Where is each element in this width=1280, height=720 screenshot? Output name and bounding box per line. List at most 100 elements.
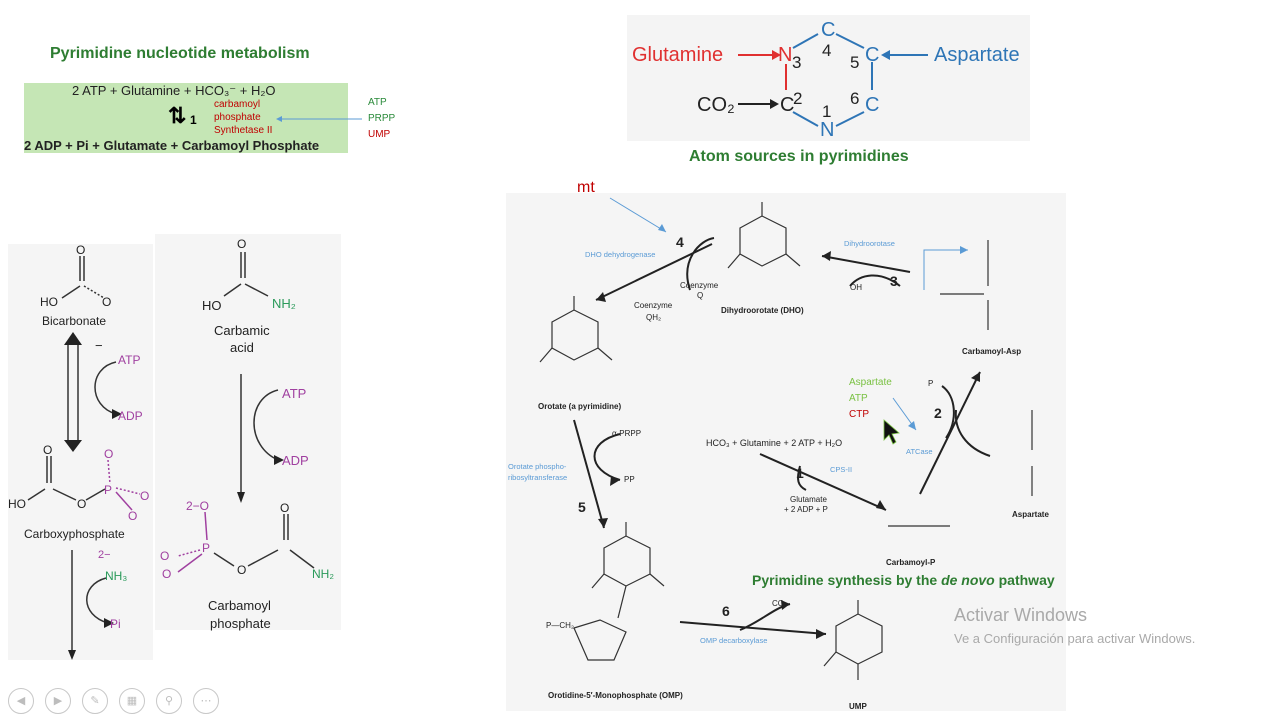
diagram-mark <box>27 252 315 650</box>
orotate-prt-label-2: ribosyltransferase <box>508 473 567 482</box>
diagram-mark <box>244 283 269 297</box>
diagram-mark <box>658 224 968 430</box>
diagram-mark: O HO O Bicarbonate − O HO O Carboxyphosp… <box>8 237 289 631</box>
aspartate-compound-label: Aspartate <box>1012 510 1049 519</box>
diagram-mark: NH₃ NH₂ NH₂ <box>105 296 334 583</box>
glutamine-label: Glutamine <box>632 44 723 66</box>
atp-label: ATP <box>118 353 140 367</box>
diagram-mark <box>785 253 801 267</box>
diagram-mark <box>289 549 315 569</box>
pathway-title: Pyrimidine synthesis by the de novo path… <box>752 572 1055 588</box>
diagram-mark: DHO dehydrogenase Dihydroorotase Orotate… <box>508 239 933 645</box>
diagram-mark <box>598 518 608 528</box>
diagram-mark <box>797 465 807 491</box>
adp-label: ADP <box>118 409 143 423</box>
atom-o: O <box>128 509 137 523</box>
pathway-panel <box>506 193 1066 711</box>
minus-sign: − <box>95 338 103 353</box>
diagram-mark <box>792 33 819 49</box>
bicarbonate-label: Bicarbonate <box>42 314 106 328</box>
more-icon[interactable]: ⋯ <box>193 688 219 714</box>
zoom-icon[interactable]: ⚲ <box>156 688 182 714</box>
atom-o: O <box>162 567 171 581</box>
atom-o: O <box>237 563 246 577</box>
slides-icon[interactable]: ▦ <box>119 688 145 714</box>
diagram-mark <box>823 651 837 667</box>
diagram-mark <box>204 511 208 541</box>
omp-label: Orotidine-5′-Monophosphate (OMP) <box>548 691 683 700</box>
ring-num-5: 5 <box>850 53 859 72</box>
right-mechanism-panel <box>155 234 341 630</box>
diagram-mark: pathway <box>995 572 1055 588</box>
diagram-mark <box>596 292 606 302</box>
atp-label-2: ATP <box>282 386 306 401</box>
diagram-mark <box>52 488 77 501</box>
carboxyphosphate-label: Carboxyphosphate <box>24 527 125 541</box>
diagram-mark: Pyrimidine synthesis by the <box>752 572 941 588</box>
pen-icon[interactable]: ✎ <box>82 688 108 714</box>
diagram-mark: Glutamine Aspartate CO₂ N 3 C 4 C 5 C 6 … <box>632 19 1020 141</box>
carbamoyl-phosphate-label-2: phosphate <box>210 616 271 631</box>
diagram-mark: de novo <box>941 572 995 588</box>
step-6: 6 <box>722 603 730 619</box>
diagram-mark <box>597 347 613 361</box>
activation-watermark-subtitle: Ve a Configuración para activar Windows. <box>954 631 1196 646</box>
dho-dehydrogenase-label: DHO dehydrogenase <box>585 250 655 259</box>
diagram-mark: 1 2 3 4 5 6 <box>578 234 942 619</box>
adp-label-2: ADP <box>282 453 309 468</box>
orotate-prt-label: Orotate phospho- <box>508 462 567 471</box>
atom-o: O <box>104 447 113 461</box>
pch2-label: P—CH₂ <box>546 621 574 630</box>
diagram-mark <box>941 385 955 439</box>
diagram-mark <box>573 619 627 661</box>
co2-label: CO₂ <box>697 94 735 116</box>
diagram-mark <box>923 249 968 290</box>
diagram-mark <box>954 409 991 457</box>
ring-atom-c5: C <box>865 44 879 66</box>
diagram-mark <box>739 215 787 267</box>
step-2: 2 <box>934 405 942 421</box>
co2-released-label: CO₂ <box>772 599 787 608</box>
diagram-mark <box>772 50 781 60</box>
diagram-mark <box>223 283 242 297</box>
ring-atom-n3: N <box>778 44 792 66</box>
atom-o: O <box>160 549 169 563</box>
diagram-mark <box>593 433 621 481</box>
carbamic-acid-label: Carbamic <box>214 323 270 338</box>
coenzyme-qh2-label-2: QH₂ <box>646 313 661 322</box>
carbamoyl-p-label: Carbamoyl-P <box>886 558 936 567</box>
next-icon[interactable]: ▶ <box>45 688 71 714</box>
two-minus-charge: 2− <box>98 549 111 561</box>
aspartate-label: Aspartate <box>934 44 1020 66</box>
diagram-mark <box>27 488 46 501</box>
regulator-aspartate: Aspartate <box>849 377 892 388</box>
diagram-mark <box>64 332 82 345</box>
ring-atom-c2: C <box>780 94 794 116</box>
diagram-mark <box>816 629 826 639</box>
ring-num-6: 6 <box>850 89 859 108</box>
diagram-mark <box>822 251 831 261</box>
diagram-mark <box>617 585 627 619</box>
prev-icon[interactable]: ◀ <box>8 688 34 714</box>
oh-label: OH <box>850 283 862 292</box>
atom-p: P <box>104 483 112 497</box>
diagram-mark <box>573 237 991 635</box>
step-3: 3 <box>890 273 898 289</box>
diagram-mark <box>849 274 901 287</box>
mouse-cursor-icon <box>883 419 900 445</box>
step-1: 1 <box>796 465 804 481</box>
reaction-box: 2 ATP + Glutamine + HCO₃⁻ + H₂O ⇅ 1 carb… <box>24 83 348 153</box>
diagram-mark <box>115 487 141 495</box>
diagram-mark <box>610 476 620 486</box>
diagram-mark <box>573 419 605 529</box>
main-equation: HCO₃ + Glutamine + 2 ATP + H₂O <box>706 438 842 448</box>
diagram-mark <box>686 237 715 291</box>
atom-o: O <box>76 243 85 257</box>
diagram-mark <box>539 347 553 363</box>
carbamoyl-phosphate-label: Carbamoyl <box>208 598 271 613</box>
diagram-mark <box>727 253 741 269</box>
diagram-mark <box>792 33 873 127</box>
diagram-mark <box>107 459 111 485</box>
